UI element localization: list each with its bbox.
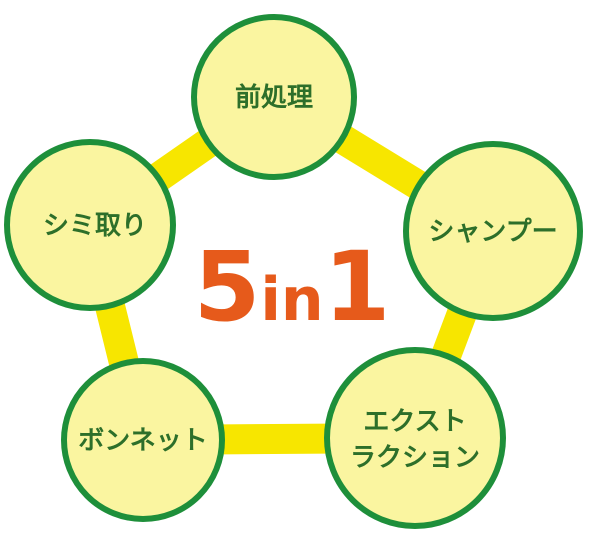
node-label: ボンネット — [78, 426, 207, 456]
node-circle — [324, 347, 506, 529]
node-circle — [4, 139, 176, 311]
center-label: 5in1 — [194, 231, 391, 343]
node-bonnet: ボンネット — [61, 358, 225, 522]
node-shampoo: シャンプー — [403, 141, 583, 321]
node-preprocessing: 前処理 — [191, 14, 357, 180]
node-label-line-2: ラクション — [350, 443, 480, 473]
node-circle — [191, 14, 357, 180]
node-spot-removal: シミ取り — [4, 139, 176, 311]
node-circle — [61, 358, 225, 522]
node-label: シミ取り — [43, 211, 147, 241]
node-label-line-1: エクスト — [363, 407, 466, 437]
node-extraction: エクスト ラクション — [324, 347, 506, 529]
node-label: シャンプー — [428, 217, 557, 247]
node-circle — [403, 141, 583, 321]
node-label: 前処理 — [235, 82, 313, 113]
